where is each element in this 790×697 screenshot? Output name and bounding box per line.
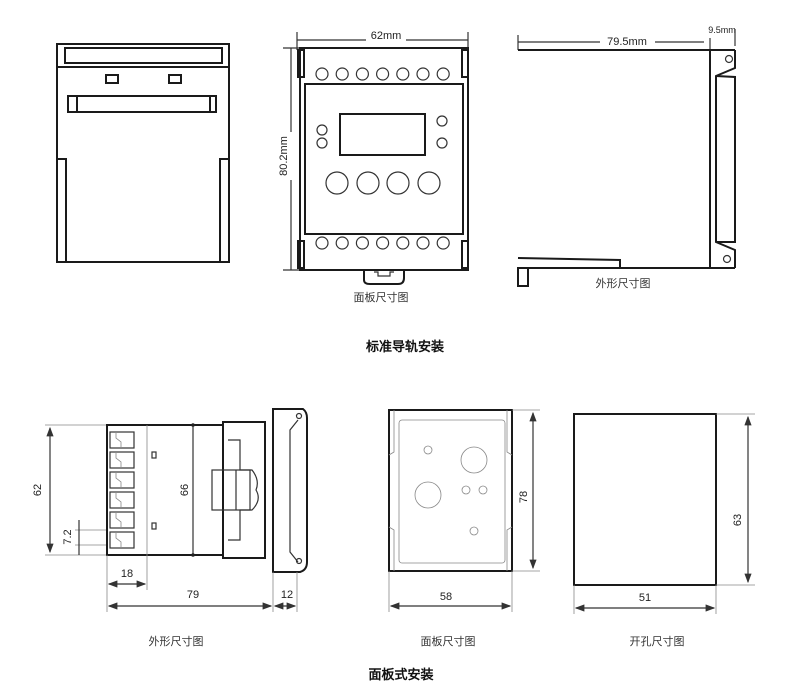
rear-view: [56, 43, 230, 263]
depth-79-label: 79: [187, 589, 199, 601]
pitch-label: 7.2: [62, 529, 74, 544]
height-78-label: 78: [518, 491, 530, 503]
terminal-block: [109, 471, 135, 489]
height-62-label: 62: [32, 484, 44, 496]
terminal-clamp: [115, 472, 122, 488]
height-63-label: 63: [732, 514, 744, 526]
terminal-block: [109, 531, 135, 549]
terminal-clamp: [115, 432, 122, 448]
terminal-screw-icon: [376, 67, 390, 81]
terminal-screw-icon: [335, 67, 349, 81]
width-18-label: 18: [121, 568, 133, 580]
panel-side-view: 62 7.2 66 18 79 12 外形尺寸图: [32, 408, 308, 648]
terminal-screw-icon: [436, 236, 450, 250]
terminal-screw-icon: [315, 67, 329, 81]
flange-12-label: 12: [281, 589, 293, 601]
terminal-screw-icon: [355, 67, 369, 81]
terminal-clamp: [115, 452, 122, 468]
terminal-screw-icon: [315, 236, 329, 250]
terminal-screw-icon: [436, 67, 450, 81]
side-caption: 外形尺寸图: [596, 276, 651, 290]
terminal-screw-icon: [376, 236, 390, 250]
panel-front-view: 78 58 面板尺寸图: [388, 409, 540, 648]
width-58-label: 58: [440, 591, 452, 603]
front-width-label: 62mm: [371, 30, 402, 42]
terminal-screw-icon: [355, 236, 369, 250]
front-height-label: 80.2mm: [278, 136, 290, 176]
front-caption: 面板尺寸图: [354, 290, 409, 304]
terminal-block: [109, 451, 135, 469]
panel-front-caption: 面板尺寸图: [421, 634, 476, 648]
terminal-screw-icon: [416, 67, 430, 81]
height-66-label: 66: [179, 484, 191, 496]
terminal-block: [109, 431, 135, 449]
panel-mount-title: 面板式安装: [368, 667, 433, 683]
side-depth-label: 79.5mm: [607, 36, 647, 48]
terminal-clamp: [115, 512, 122, 528]
terminal-block: [109, 491, 135, 509]
din-side-view: 79.5mm 9.5mm 外形尺寸图: [517, 25, 736, 290]
terminal-clamp: [115, 532, 122, 548]
terminal-clamp: [115, 492, 122, 508]
terminal-block: [109, 511, 135, 529]
panel-side-caption: 外形尺寸图: [149, 634, 204, 648]
terminal-screw-icon: [396, 236, 410, 250]
width-51-label: 51: [639, 592, 651, 604]
terminal-screw-icon: [335, 236, 349, 250]
din-front-view: 62mm 80.2mm 面板尺寸图: [278, 30, 469, 304]
din-rail-title: 标准导轨安装: [365, 339, 444, 355]
terminal-screw-icon: [396, 67, 410, 81]
side-flange-label: 9.5mm: [708, 25, 736, 35]
cutout-view: 63 51 开孔尺寸图: [573, 413, 755, 648]
terminal-screw-icon: [416, 236, 430, 250]
cutout-caption: 开孔尺寸图: [630, 634, 685, 648]
